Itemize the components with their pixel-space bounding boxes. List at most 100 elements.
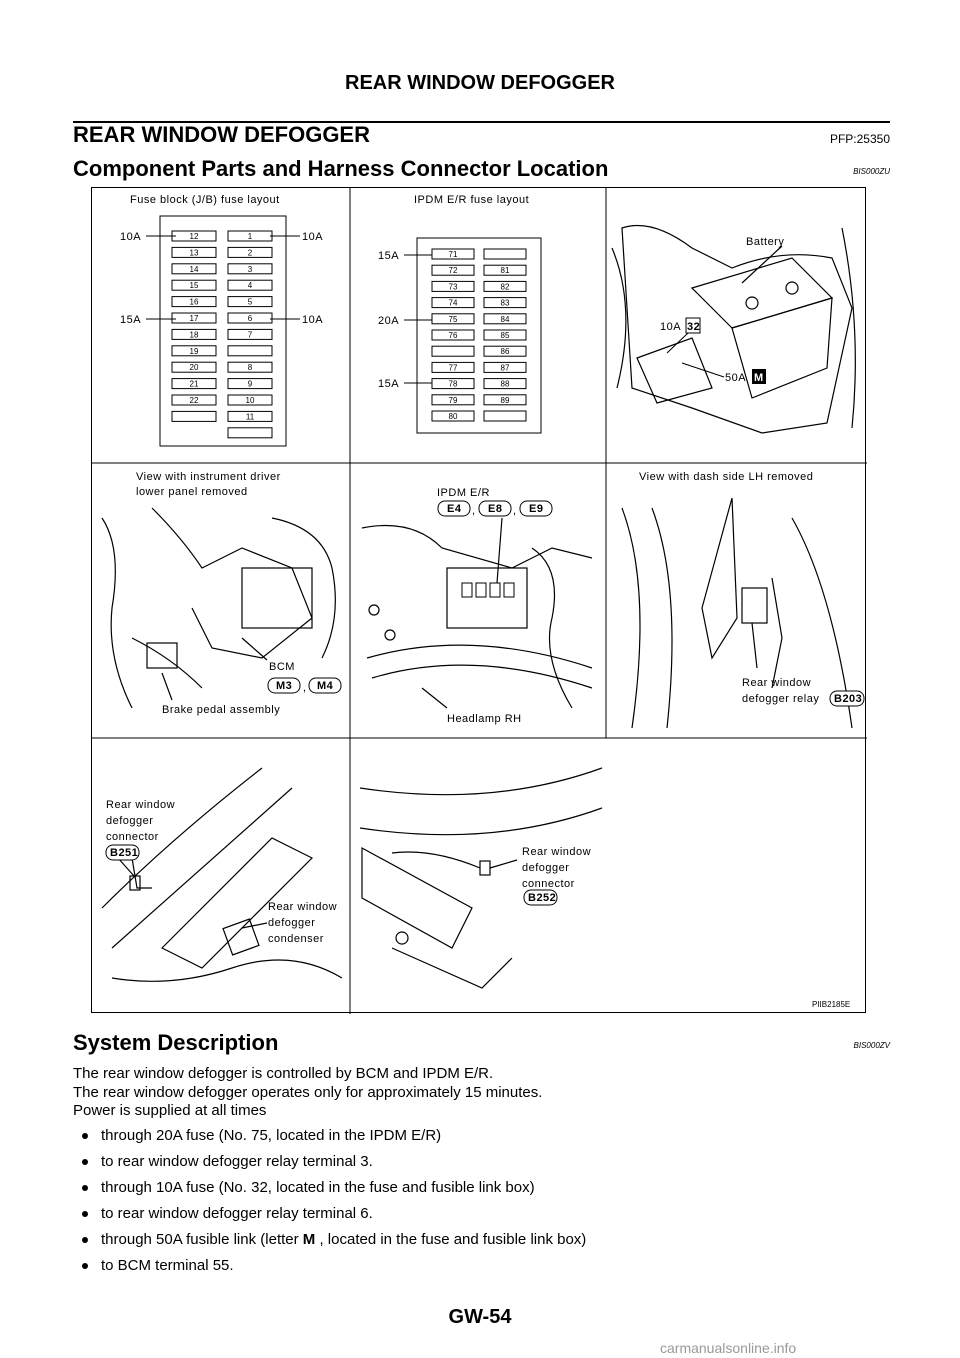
fuse-slot <box>171 312 217 324</box>
rear-left-wire <box>131 857 152 889</box>
conn-e8-pill <box>478 500 512 517</box>
instrument-view-line2: lower panel removed <box>136 486 248 498</box>
fuse-slot <box>227 394 273 406</box>
brake-switch <box>146 642 178 669</box>
system-bullet-4: to rear window defogger relay terminal 6… <box>82 1205 373 1222</box>
fuse-number: 6 <box>248 314 253 323</box>
fuse-slot <box>171 296 217 308</box>
fuse-number: 1 <box>248 232 253 241</box>
fuse-slot <box>431 313 475 325</box>
page-number: GW-54 <box>448 1306 512 1328</box>
system-para-1: The rear window defogger is controlled b… <box>73 1065 494 1082</box>
fuse-number: 21 <box>190 380 199 389</box>
pfp-code: PFP:25350 <box>829 132 890 146</box>
rear-right-wire <box>391 851 481 869</box>
condenser-line3: condenser <box>268 933 324 945</box>
conn-e9-pill <box>519 500 553 517</box>
fuse-block-title: Fuse block (J/B) fuse layout <box>130 194 280 206</box>
fuse-slot <box>227 263 273 275</box>
brake-pedal-arm <box>131 637 203 689</box>
battery-terminal-pos <box>785 281 799 295</box>
fuse-m-box <box>752 369 766 384</box>
battery-side <box>731 297 833 399</box>
rear-left-frame-2 <box>111 787 293 949</box>
defogger-connector-left <box>129 875 141 891</box>
battery-top <box>690 257 834 329</box>
fuse-block-panel: Fuse block (J/B) fuse layout 12131415161… <box>120 194 323 447</box>
fusible-link-box <box>636 337 713 404</box>
conn-e4-label: E4 <box>447 503 462 515</box>
bullet-text: through 10A fuse (No. 32, located in the… <box>101 1179 535 1196</box>
conn-e4-pill <box>437 500 471 517</box>
system-bullet-1: through 20A fuse (No. 75, located in the… <box>82 1127 441 1144</box>
fuse-number: 15 <box>190 281 199 290</box>
ipdm-view-headlamp-edge <box>366 644 593 669</box>
fuse-slot <box>227 296 273 308</box>
fuse-slot <box>227 328 273 340</box>
rear-right-frame-1 <box>359 767 603 796</box>
defog-conn-left-line1: Rear window <box>106 799 175 811</box>
ipdm-label-20a: 20A <box>378 315 399 327</box>
rear-left-panel <box>101 767 343 982</box>
fuse-slot <box>227 246 273 258</box>
defog-conn-right-line2: defogger <box>522 862 569 874</box>
rear-right-strut <box>361 846 473 949</box>
bullet-dot <box>82 1211 88 1218</box>
battery-panel <box>611 224 856 434</box>
fuse-number: 10 <box>246 396 255 405</box>
conn-b203-label: B203 <box>834 693 862 705</box>
ipdm-fuse-panel: IPDM E/R fuse layout 7172737475767778798… <box>378 194 542 434</box>
fuse-slot <box>483 248 527 260</box>
conn-e8-label: E8 <box>488 503 502 515</box>
fuse-number: 77 <box>449 363 458 372</box>
ipdm-view-wire <box>531 547 573 709</box>
conn-m3-pill <box>267 677 301 694</box>
rear-right-bolt <box>395 931 409 945</box>
system-para-2: The rear window defogger operates only f… <box>73 1084 543 1101</box>
brake-leader <box>161 672 173 701</box>
fuse-number: 85 <box>501 331 510 340</box>
fuse-number: 83 <box>501 299 510 308</box>
relay-label-line1: Rear window <box>742 677 811 689</box>
defog-conn-left-line3: connector <box>106 831 159 843</box>
figure-grid <box>92 188 867 1014</box>
system-bullet-6: to BCM terminal 55. <box>82 1257 234 1274</box>
headlamp-label: Headlamp RH <box>447 713 522 725</box>
ipdm-leader <box>496 517 503 584</box>
conn-left-leader <box>117 857 135 877</box>
engine-bay-outline <box>621 224 853 434</box>
ipdm-label-15a-bottom: 15A <box>378 378 399 390</box>
bullet-text: to rear window defogger relay terminal 6… <box>101 1205 373 1222</box>
figure-code: PIIB2185E <box>812 1000 850 1009</box>
dash-harness <box>701 497 738 660</box>
bullet-text: through 50A fusible link (letter <box>101 1231 303 1248</box>
ipdm-er-label: IPDM E/R <box>437 487 490 499</box>
fuse-number: 84 <box>501 315 510 324</box>
fuse-slot <box>227 410 273 422</box>
bullet-dot <box>82 1133 88 1140</box>
ipdm-relay-2 <box>475 582 487 598</box>
fuse-slot <box>227 312 273 324</box>
engine-bay-wire-right <box>841 227 856 429</box>
fuse-number: 13 <box>190 248 199 257</box>
system-para-3: Power is supplied at all times <box>73 1102 267 1119</box>
fuse-50a-label: 50A <box>725 372 746 384</box>
relay-leader <box>751 622 758 669</box>
relay-label-line2: defogger relay <box>742 693 819 705</box>
bullet-text: through 20A fuse (No. 75, located in the… <box>101 1127 442 1144</box>
engine-bay-wire <box>611 247 627 389</box>
fuse-number: 7 <box>248 330 253 339</box>
fuse-slot <box>483 410 527 422</box>
component-code: BIS000ZU <box>853 167 890 176</box>
ipdm-relay-4 <box>503 582 515 598</box>
system-bullet-5: through 50A fusible link (letter M , loc… <box>82 1231 586 1248</box>
fuse-slot <box>227 279 273 291</box>
bullet-text: to rear window defogger relay terminal 3… <box>101 1153 373 1170</box>
fuse-32-box <box>685 317 701 334</box>
header-rule <box>73 121 890 123</box>
fuse-number: 16 <box>190 298 199 307</box>
fuse-slot <box>171 246 217 258</box>
